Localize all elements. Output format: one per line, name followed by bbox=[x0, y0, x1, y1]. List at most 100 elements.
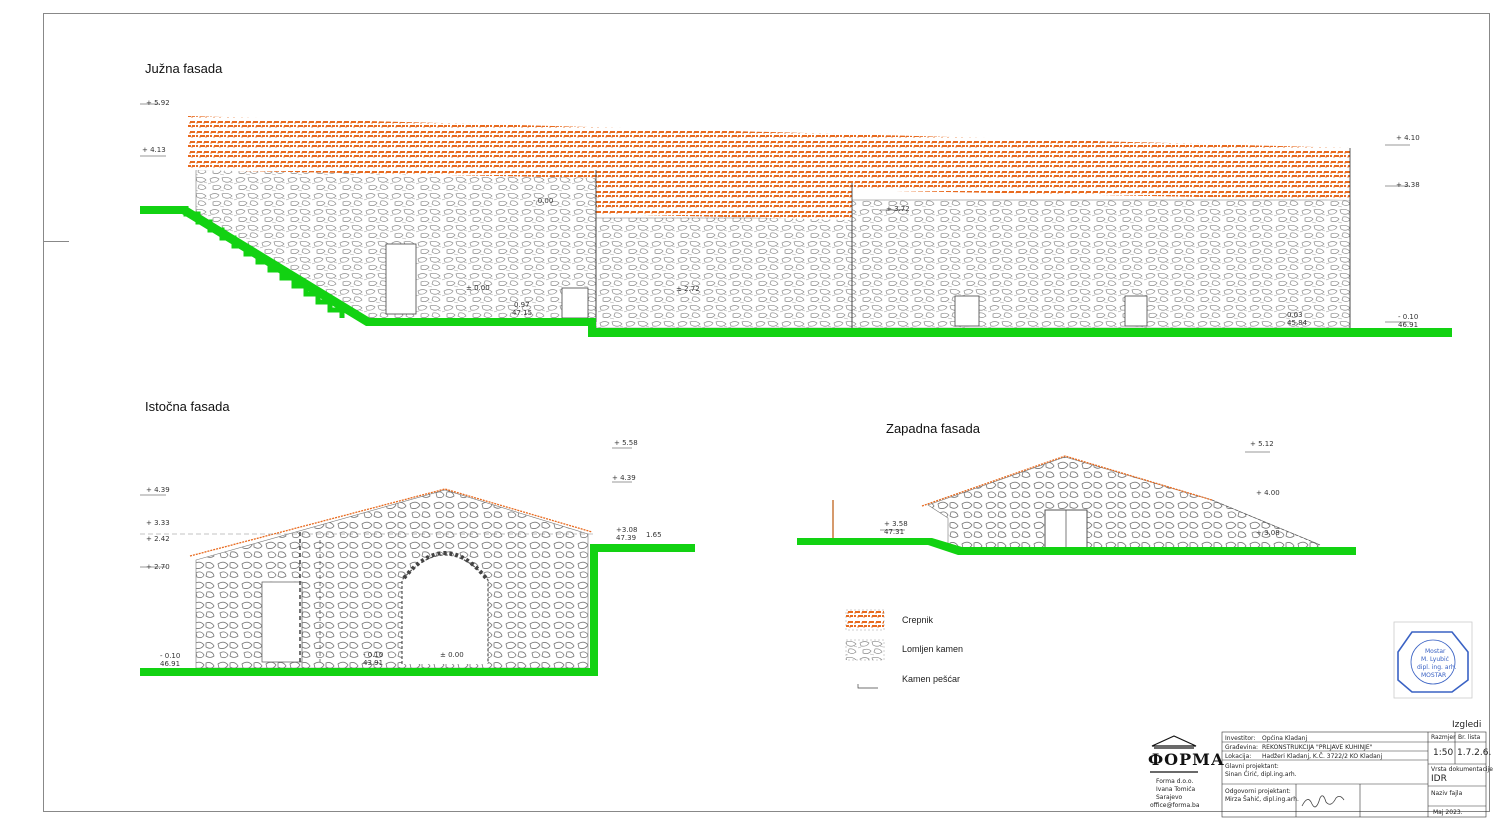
level-label: + 5.12 bbox=[1250, 440, 1274, 448]
legend-swatch-sandstone bbox=[857, 684, 878, 689]
level-label: 1.65 bbox=[646, 531, 662, 539]
south-roof-left bbox=[188, 116, 1350, 200]
level-label: + 4.00 bbox=[1256, 489, 1280, 497]
level-label: - 0.10 bbox=[160, 652, 181, 660]
level-label: + 2.42 bbox=[146, 535, 170, 543]
level-label: - 0.00 bbox=[533, 197, 554, 205]
frame-tick bbox=[43, 241, 69, 242]
east-facade bbox=[140, 447, 695, 676]
level-label: 0.97 bbox=[514, 301, 530, 309]
legend-swatch-stone bbox=[845, 639, 885, 661]
level-label: 43.91 bbox=[363, 659, 384, 667]
stamp bbox=[1393, 621, 1473, 699]
level-label: + 3.58 bbox=[884, 520, 908, 528]
sheet-number-label: Br. lista bbox=[1458, 734, 1481, 741]
logo-line: Sarajevo bbox=[1156, 794, 1183, 801]
logo-line: office@forma.ba bbox=[1150, 802, 1200, 809]
company-logo: ФОРМА bbox=[1148, 750, 1225, 769]
level-label: - 0.10 bbox=[363, 651, 384, 659]
legend-label-tiles: Crepnik bbox=[902, 615, 934, 625]
title-block bbox=[1150, 731, 1487, 818]
tb-value: Hadžeri Kladanj, K.Č. 3722/2 KO Kladanj bbox=[1262, 753, 1383, 760]
level-label: + 4.10 bbox=[1396, 134, 1420, 142]
level-label: 47.39 bbox=[616, 534, 637, 542]
east-wall bbox=[195, 489, 589, 669]
level-label: + 4.13 bbox=[142, 146, 166, 154]
east-facade-title: Istočna fasada bbox=[145, 399, 230, 414]
level-label: + 5.58 bbox=[614, 439, 638, 447]
west-facade-title: Zapadna fasada bbox=[886, 421, 980, 436]
level-label: + 2.70 bbox=[146, 563, 170, 571]
south-stairs bbox=[183, 206, 345, 318]
level-label: 46.91 bbox=[1398, 321, 1419, 329]
south-door-1 bbox=[385, 243, 417, 315]
legend bbox=[845, 609, 885, 689]
west-wall bbox=[927, 456, 1319, 549]
level-label: ± 0.00 bbox=[440, 651, 464, 659]
south-door-4 bbox=[1124, 295, 1148, 327]
scale-label: Razmjer bbox=[1431, 734, 1456, 741]
level-label: 47.15 bbox=[512, 309, 533, 317]
stamp-text: M. Lyubić bbox=[1421, 656, 1449, 663]
south-wall-right bbox=[851, 199, 1351, 329]
south-wall-mid bbox=[595, 217, 853, 329]
file-label: Naziv fajla bbox=[1431, 790, 1463, 797]
phase-label: Vrsta dokumentacije bbox=[1431, 766, 1493, 773]
level-label: + 4.39 bbox=[612, 474, 636, 482]
frame-top bbox=[43, 13, 1490, 14]
west-roof-edge bbox=[921, 455, 1213, 507]
level-label: + 4.39 bbox=[146, 486, 170, 494]
tb-label: Građevina: bbox=[1225, 744, 1259, 751]
phase-value: IDR bbox=[1431, 774, 1447, 784]
level-label: + 5.92 bbox=[146, 99, 170, 107]
stamp-text: MOSTAR bbox=[1421, 672, 1447, 679]
frame-bottom bbox=[43, 811, 1490, 812]
logo-line: Ivana Tomića bbox=[1156, 786, 1196, 793]
level-label: + 3.33 bbox=[146, 519, 170, 527]
frame-left bbox=[43, 13, 44, 811]
south-door-3 bbox=[954, 295, 980, 327]
east-opening-left bbox=[261, 581, 303, 663]
tb-value: Sinan Ćirić, dipl.ing.arh. bbox=[1225, 771, 1297, 778]
south-roof-low bbox=[596, 178, 852, 220]
level-label: + 3.08 bbox=[1256, 529, 1280, 537]
south-facade bbox=[140, 103, 1452, 337]
level-label: + 3.38 bbox=[1396, 181, 1420, 189]
logo-building-icon bbox=[1151, 735, 1197, 749]
tb-label: Glavni projektant: bbox=[1225, 763, 1279, 770]
level-label: 47.31 bbox=[884, 528, 905, 536]
tb-value: Mirza Šahić, dipl.ing.arh. bbox=[1225, 796, 1299, 803]
level-label: - 0.10 bbox=[1398, 313, 1419, 321]
west-ground bbox=[797, 538, 1356, 555]
legend-swatch-tiles bbox=[845, 609, 885, 631]
level-label: 46.91 bbox=[160, 660, 181, 668]
level-label: ± 2.72 bbox=[676, 285, 700, 293]
south-facade-title: Južna fasada bbox=[145, 61, 223, 76]
tb-value: Općina Kladanj bbox=[1262, 735, 1308, 742]
tb-value: REKONSTRUKCIJA "PRLJAVE KUHINJE" bbox=[1262, 744, 1373, 751]
scale-value: 1:50 bbox=[1433, 748, 1454, 758]
level-label: ± 0.00 bbox=[466, 284, 490, 292]
level-label: + 3.72 bbox=[886, 205, 910, 213]
stamp-text: Mostar bbox=[1425, 648, 1446, 655]
frame-right bbox=[1489, 13, 1490, 811]
legend-label-stone: Lomljen kamen bbox=[902, 644, 964, 654]
level-label: 0.03 bbox=[1287, 311, 1303, 319]
tb-label: Lokacija: bbox=[1225, 753, 1252, 760]
south-door-2 bbox=[561, 287, 589, 319]
logo-line: Forma d.o.o. bbox=[1156, 778, 1194, 785]
date-value: Maj 2023. bbox=[1433, 809, 1463, 816]
tb-label: Odgovorni projektant: bbox=[1225, 788, 1291, 795]
tb-label: Investitor: bbox=[1225, 735, 1256, 742]
west-facade bbox=[797, 451, 1356, 555]
legend-label-sandstone: Kamen pešćar bbox=[902, 674, 961, 684]
sheet-number: 1.7.2.6. bbox=[1457, 748, 1492, 758]
level-label: 45.84 bbox=[1287, 319, 1308, 327]
east-roof-edge bbox=[189, 488, 593, 557]
sheet-name: Izgledi bbox=[1452, 720, 1482, 730]
east-arch bbox=[401, 554, 489, 664]
level-label: +3.08 bbox=[616, 526, 638, 534]
stamp-text: dipl. ing. arh. bbox=[1417, 664, 1457, 671]
